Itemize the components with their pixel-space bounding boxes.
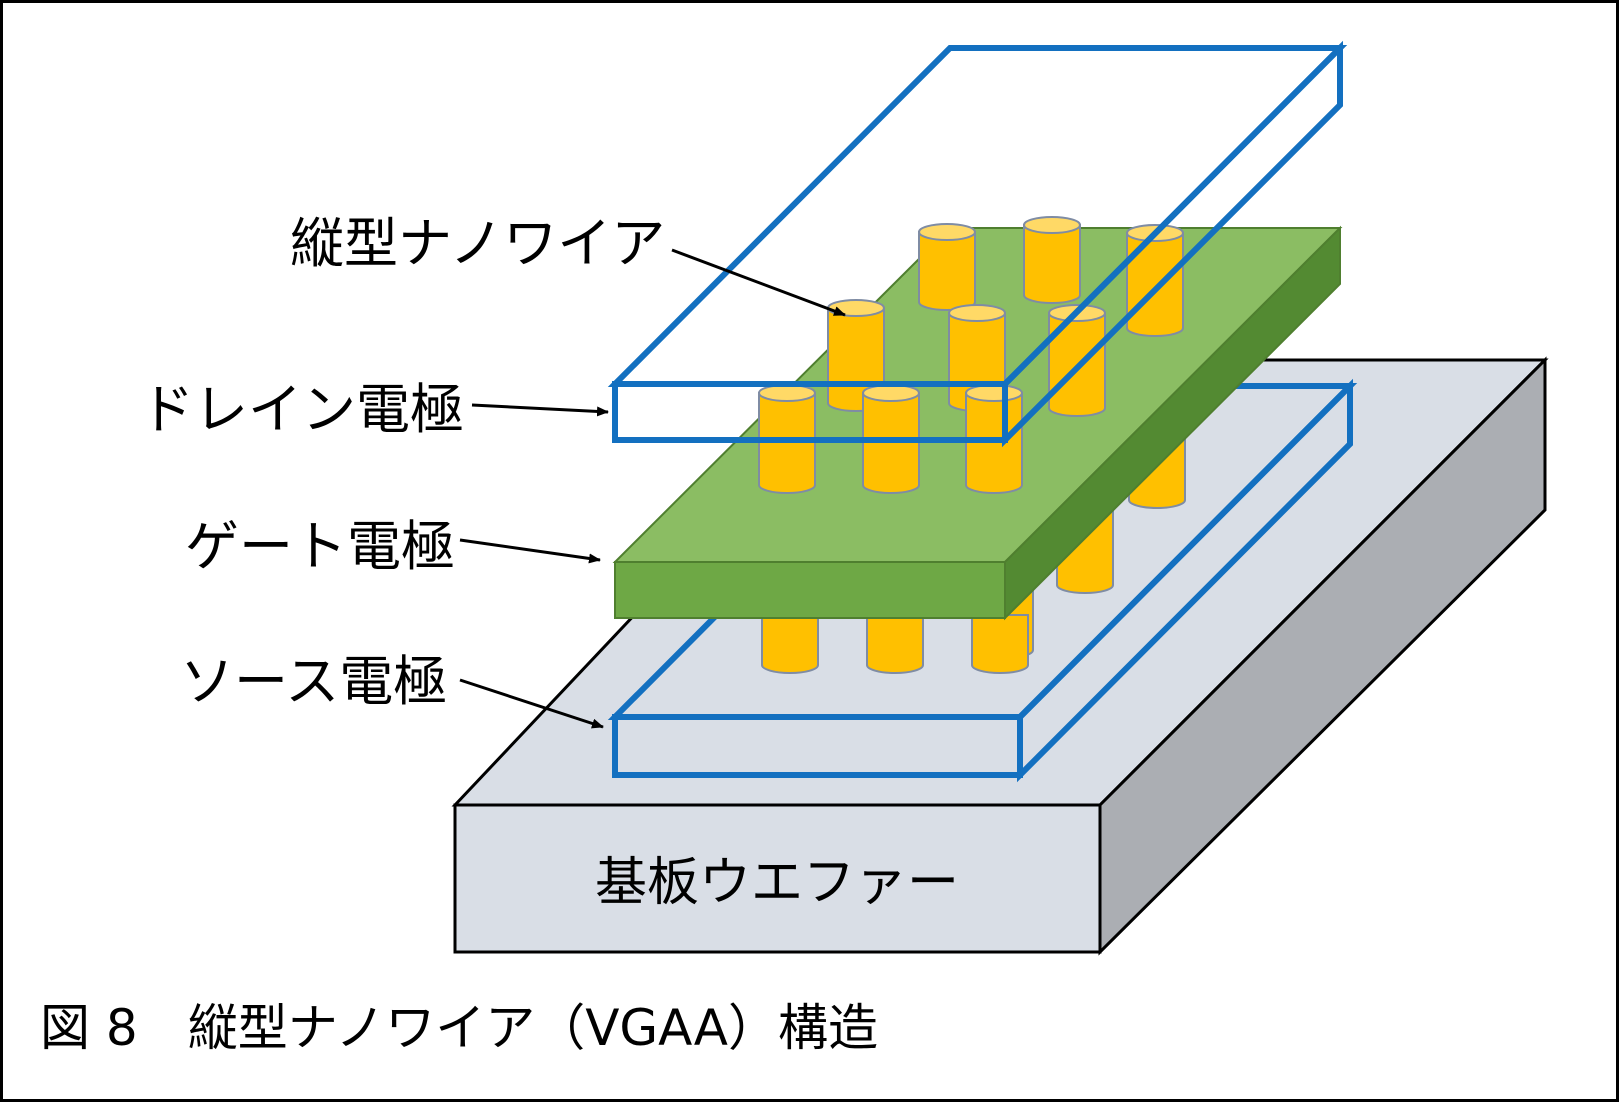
source-electrode-side — [1017, 378, 1353, 783]
wafer-label: 基板ウエファー — [595, 853, 959, 913]
figure-caption: 図 8 縦型ナノワイア（VGAA）構造 — [40, 999, 878, 1057]
drain-label: ドレイン電極 — [140, 378, 464, 441]
nanowire-top — [918, 223, 976, 241]
nanowire-top — [1023, 216, 1081, 234]
nanowire-top — [862, 384, 920, 402]
gate-side-face — [1004, 225, 1341, 621]
source-arrow — [459, 678, 604, 729]
nanowire-body — [761, 614, 819, 674]
gate-front-face — [614, 561, 1006, 619]
nanowire-body — [866, 614, 924, 674]
lower-nanowire-4 — [761, 614, 819, 674]
drain-electrode-side — [1002, 40, 1343, 448]
nanowire-body — [971, 614, 1029, 674]
upper-nanowire-1 — [918, 223, 976, 311]
nanowire-top — [948, 304, 1006, 322]
nanowire-arrow — [671, 248, 846, 317]
nanowire-top — [827, 299, 885, 317]
drain-arrow — [471, 403, 609, 417]
gate-label: ゲート電極 — [185, 515, 455, 578]
wafer-front-face — [453, 803, 1102, 954]
nanowire-body — [1126, 232, 1184, 337]
source-label: ソース電極 — [180, 650, 447, 713]
nanowire-body — [918, 231, 976, 311]
nanowire-top — [965, 384, 1023, 402]
lower-nanowire-5 — [866, 614, 924, 674]
upper-nanowire-6 — [1048, 304, 1106, 417]
gate-arrow — [459, 538, 601, 564]
nanowire-body — [1023, 224, 1081, 304]
lower-nanowire-6 — [971, 614, 1029, 674]
drain-electrode — [607, 40, 1348, 448]
upper-nanowire-3 — [1126, 224, 1184, 337]
upper-nanowire-2 — [1023, 216, 1081, 304]
nanowire-top — [758, 384, 816, 402]
nanowire-label: 縦型ナノワイア — [290, 212, 665, 275]
